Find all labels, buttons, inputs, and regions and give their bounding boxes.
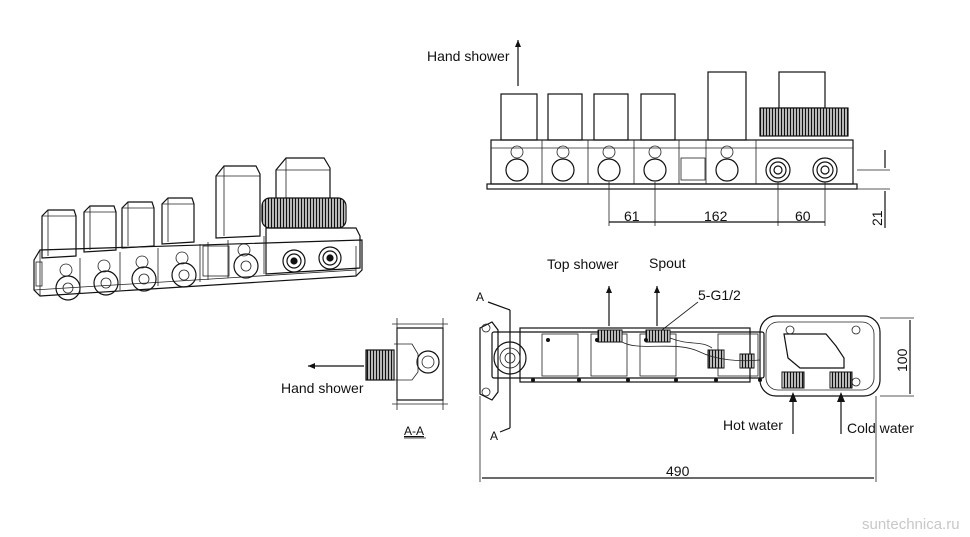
cold-water-label: Cold water (847, 420, 914, 436)
dim-61: 61 (624, 208, 640, 224)
section-marker-a-bottom: A (490, 429, 498, 443)
hand-shower-label-top: Hand shower (427, 48, 510, 64)
top-shower-label: Top shower (547, 256, 619, 272)
section-title: A-A (404, 424, 424, 438)
dim-490: 490 (666, 463, 690, 479)
isometric-view (33, 157, 363, 301)
dim-100: 100 (894, 348, 910, 372)
plan-view: Top shower Spout 5-G1/2 A A (476, 255, 914, 482)
thread-label: 5-G1/2 (698, 287, 741, 303)
dim-21: 21 (869, 210, 885, 226)
dim-60: 60 (795, 208, 811, 224)
hot-water-label: Hot water (723, 417, 783, 433)
watermark: suntechnica.ru (862, 516, 960, 533)
dim-162: 162 (704, 208, 728, 224)
section-view-a-a: Hand shower A-A (281, 318, 448, 439)
spout-label: Spout (649, 255, 686, 271)
hand-shower-label-section: Hand shower (281, 380, 364, 396)
front-elevation: Hand shower (427, 40, 890, 228)
section-marker-a-top: A (476, 290, 484, 304)
